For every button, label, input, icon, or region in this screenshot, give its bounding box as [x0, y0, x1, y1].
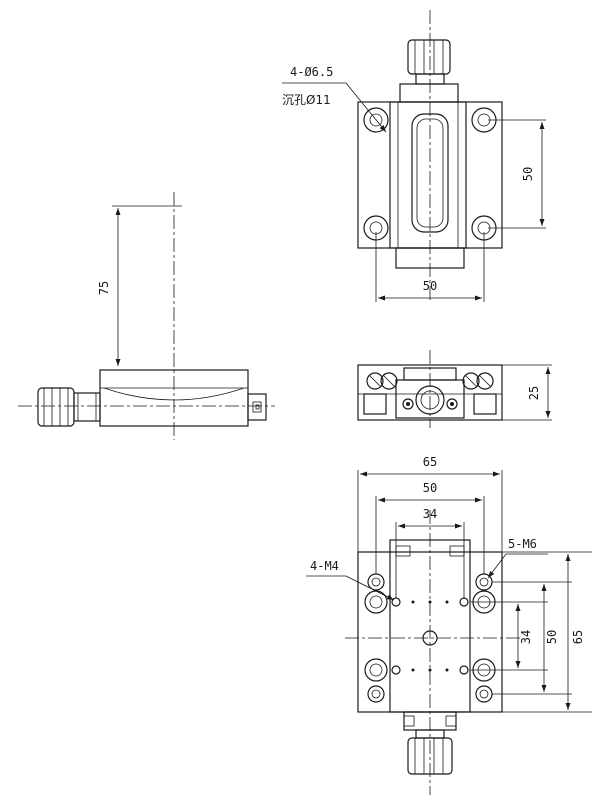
bottom-inner-width-dim: 34 [423, 507, 437, 521]
bottom-outer-width-dim: 65 [423, 455, 437, 469]
hole-note-line2: 沉孔Ø11 [282, 93, 331, 107]
hole-note-line1: 4-Ø6.5 [290, 65, 333, 79]
top-width-dim: 50 [423, 279, 437, 293]
side-view: 75 [18, 192, 275, 440]
bottom-mid-width-dim: 50 [423, 481, 437, 495]
micrometer-knob-bottom [407, 737, 453, 775]
m4-tap-note: 4-M4 [310, 559, 339, 573]
bottom-outer-height-dim: 65 [571, 630, 585, 644]
micrometer-knob-side [37, 387, 75, 427]
side-height-dim: 75 [97, 281, 111, 295]
top-view: 4-Ø6.5 沉孔Ø11 50 50 [282, 10, 546, 302]
micrometer-knob-top [407, 39, 451, 75]
top-height-dim: 50 [521, 167, 535, 181]
bottom-mid-height-dim: 50 [545, 630, 559, 644]
m6-tap-note: 5-M6 [508, 537, 537, 551]
front-view: 25 [357, 350, 552, 428]
bottom-inner-height-dim: 34 [519, 630, 533, 644]
bottom-view: 65 50 34 4-M4 5-M6 34 50 65 [306, 455, 592, 795]
front-height-dim: 25 [527, 386, 541, 400]
